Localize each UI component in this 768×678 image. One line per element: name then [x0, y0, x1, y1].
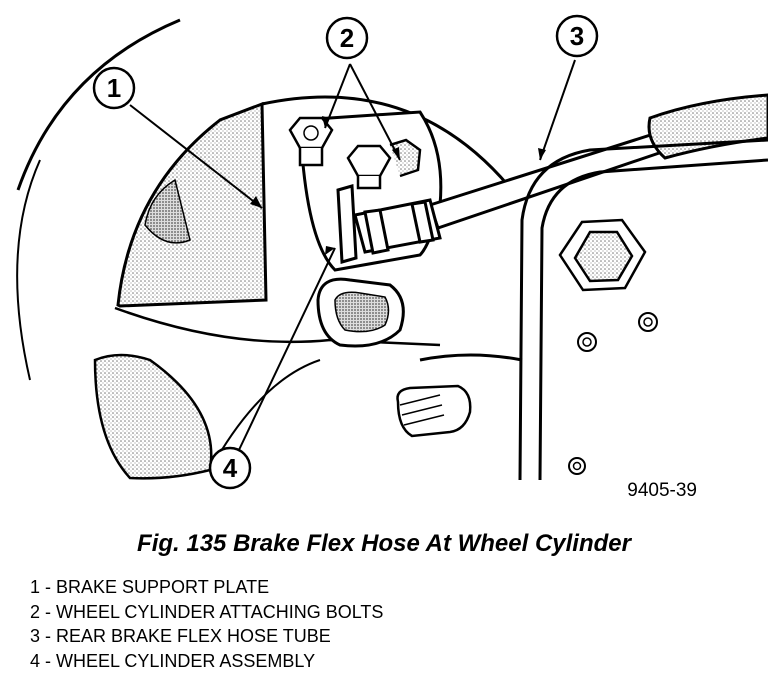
callout-1: 1	[92, 66, 136, 110]
figure-caption: Fig. 135 Brake Flex Hose At Wheel Cylind…	[137, 530, 631, 557]
rivet	[568, 457, 586, 475]
callout-4: 4	[208, 446, 252, 490]
legend-item: 1 - BRAKE SUPPORT PLATE	[30, 577, 270, 597]
hose-fitting-nut	[353, 198, 442, 255]
callout-2: 2	[325, 16, 369, 60]
legend-item: 4 - WHEEL CYLINDER ASSEMBLY	[30, 650, 316, 671]
rivet	[577, 332, 597, 352]
legend-item: 3 - REAR BRAKE FLEX HOSE TUBE	[30, 626, 331, 646]
svg-text:2: 2	[340, 23, 354, 53]
brake-diagram: 1 2 3 4 9405-39	[16, 14, 768, 501]
leader-1	[129, 104, 263, 209]
rear-brake-flex-hose-tube	[353, 93, 768, 255]
large-nut	[558, 218, 647, 292]
legend-list: 1 - BRAKE SUPPORT PLATE 2 - WHEEL CYLIND…	[30, 575, 383, 673]
leader-3	[539, 59, 576, 161]
callout-3: 3	[555, 14, 599, 58]
legend-item: 2 - WHEEL CYLINDER ATTACHING BOLTS	[30, 601, 384, 622]
svg-text:1: 1	[107, 73, 121, 103]
bolt-upper	[288, 116, 334, 167]
leader-arrowheads	[250, 116, 546, 255]
leader-lines	[129, 59, 576, 453]
drawing-code: 9405-39	[627, 480, 697, 501]
rivet	[638, 312, 658, 332]
svg-text:4: 4	[223, 453, 238, 483]
frame-bracket	[419, 138, 768, 481]
leader-2a	[324, 63, 351, 129]
brake-drum	[16, 18, 181, 381]
leader-4	[237, 247, 336, 453]
wheel-cylinder-bolts	[288, 116, 422, 190]
svg-text:3: 3	[570, 21, 584, 51]
bleeder-plug	[396, 384, 472, 438]
leader-2b	[349, 63, 401, 161]
